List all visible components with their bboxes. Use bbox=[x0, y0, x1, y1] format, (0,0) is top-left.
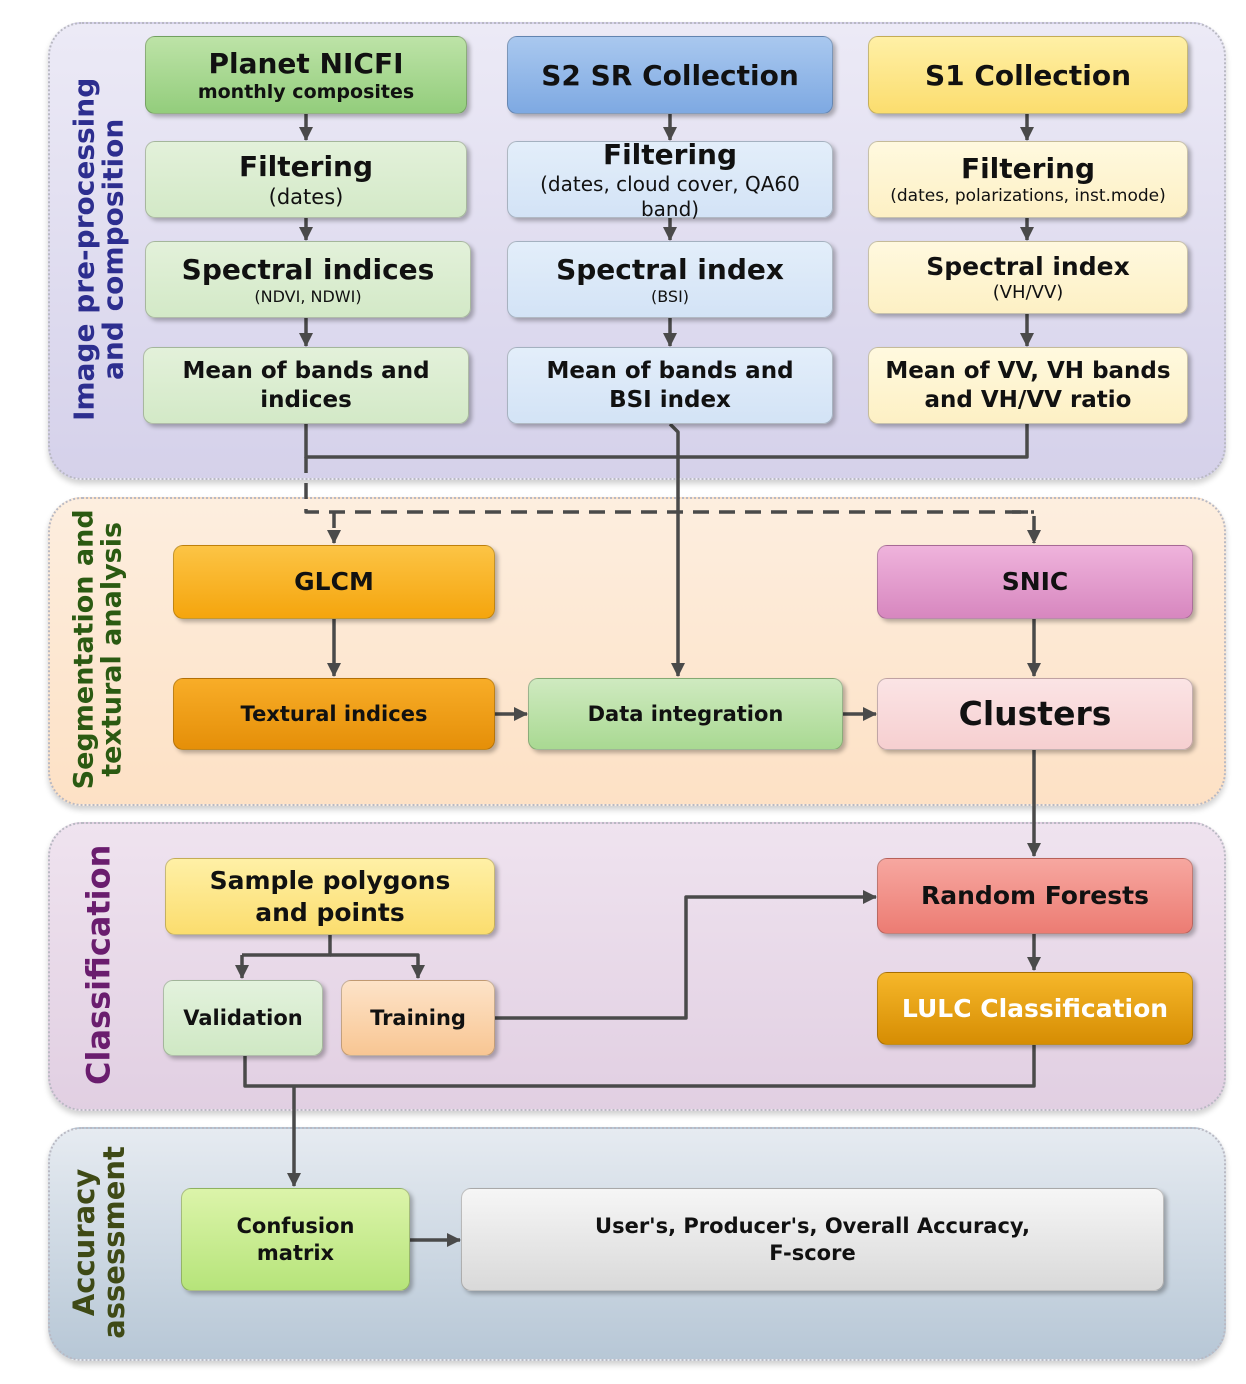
arrow-dashed-snic bbox=[1012, 510, 1041, 544]
connector-accuracy-merge bbox=[243, 1045, 1036, 1088]
snic-label: SNIC bbox=[1001, 567, 1069, 597]
data-integration-label: Data integration bbox=[587, 701, 784, 726]
s2-mean-box: Mean of bands and BSI index bbox=[507, 347, 833, 424]
planet-indices-params: (NDVI, NDWI) bbox=[254, 287, 362, 306]
planet-filtering-params: (dates) bbox=[268, 184, 344, 209]
planet-filtering-title: Filtering bbox=[238, 149, 374, 183]
glcm-label: GLCM bbox=[294, 567, 374, 597]
s1-filtering-box: Filtering (dates, polarizations, inst.mo… bbox=[868, 141, 1188, 218]
planet-mean-box: Mean of bands and indices bbox=[143, 347, 469, 424]
training-box: Training bbox=[341, 980, 495, 1056]
s1-mean-label: Mean of VV, VH bands and VH/VV ratio bbox=[885, 357, 1171, 413]
s1-index-params: (VH/VV) bbox=[992, 281, 1064, 303]
planet-filtering-box: Filtering (dates) bbox=[145, 141, 467, 218]
glcm-box: GLCM bbox=[173, 545, 495, 619]
textural-indices-box: Textural indices bbox=[173, 678, 495, 750]
dashed-connector bbox=[304, 457, 1034, 514]
s2-filtering-title: Filtering bbox=[602, 138, 738, 171]
planet-nicfi-title: Planet NICFI bbox=[208, 46, 404, 80]
sample-polygons-box: Sample polygons and points bbox=[165, 858, 495, 935]
s2-index-params: (BSI) bbox=[650, 287, 690, 306]
accuracy-metrics-label: User's, Producer's, Overall Accuracy, F-… bbox=[595, 1214, 1030, 1265]
s1-filtering-params: (dates, polarizations, inst.mode) bbox=[890, 186, 1166, 207]
planet-indices-title: Spectral indices bbox=[181, 253, 435, 286]
confusion-matrix-label: Confusion matrix bbox=[236, 1214, 355, 1265]
training-label: Training bbox=[370, 1005, 466, 1030]
validation-box: Validation bbox=[163, 980, 323, 1056]
arrow-to-data-integration bbox=[668, 422, 685, 677]
arrow-training-rf bbox=[495, 890, 877, 1020]
clusters-label: Clusters bbox=[958, 694, 1112, 734]
clusters-box: Clusters bbox=[877, 678, 1193, 750]
snic-box: SNIC bbox=[877, 545, 1193, 619]
confusion-matrix-box: Confusion matrix bbox=[181, 1188, 410, 1291]
sample-polygons-label: Sample polygons and points bbox=[209, 866, 451, 927]
s1-collection-box: S1 Collection bbox=[868, 36, 1188, 114]
planet-indices-box: Spectral indices (NDVI, NDWI) bbox=[145, 241, 471, 318]
s2-collection-box: S2 SR Collection bbox=[507, 36, 833, 114]
s1-index-box: Spectral index (VH/VV) bbox=[868, 241, 1188, 314]
planet-nicfi-box: Planet NICFI monthly composites bbox=[145, 36, 467, 114]
connector-mean-merge bbox=[304, 424, 1029, 459]
accuracy-metrics-box: User's, Producer's, Overall Accuracy, F-… bbox=[461, 1188, 1164, 1291]
s2-filtering-params: (dates, cloud cover, QA60 band) bbox=[540, 172, 800, 221]
s1-mean-box: Mean of VV, VH bands and VH/VV ratio bbox=[868, 347, 1188, 424]
random-forests-label: Random Forests bbox=[921, 881, 1149, 911]
planet-nicfi-subtitle: monthly composites bbox=[197, 80, 415, 103]
arrow-to-training bbox=[330, 953, 425, 979]
s2-index-box: Spectral index (BSI) bbox=[507, 241, 833, 318]
s2-mean-label: Mean of bands and BSI index bbox=[546, 357, 794, 413]
lulc-classification-label: LULC Classification bbox=[901, 993, 1169, 1023]
lulc-classification-box: LULC Classification bbox=[877, 972, 1193, 1045]
s2-index-title: Spectral index bbox=[556, 253, 784, 286]
s1-filtering-title: Filtering bbox=[960, 152, 1096, 186]
validation-label: Validation bbox=[183, 1005, 303, 1030]
data-integration-box: Data integration bbox=[528, 678, 843, 750]
s1-index-title: Spectral index bbox=[926, 251, 1130, 281]
random-forests-box: Random Forests bbox=[877, 858, 1193, 934]
connector-samples-split bbox=[242, 935, 332, 957]
textural-indices-label: Textural indices bbox=[240, 701, 428, 726]
s1-collection-title: S1 Collection bbox=[924, 58, 1132, 92]
s2-filtering-box: Filtering (dates, cloud cover, QA60 band… bbox=[507, 138, 833, 221]
planet-mean-label: Mean of bands and indices bbox=[182, 357, 430, 413]
s2-collection-title: S2 SR Collection bbox=[541, 58, 799, 92]
